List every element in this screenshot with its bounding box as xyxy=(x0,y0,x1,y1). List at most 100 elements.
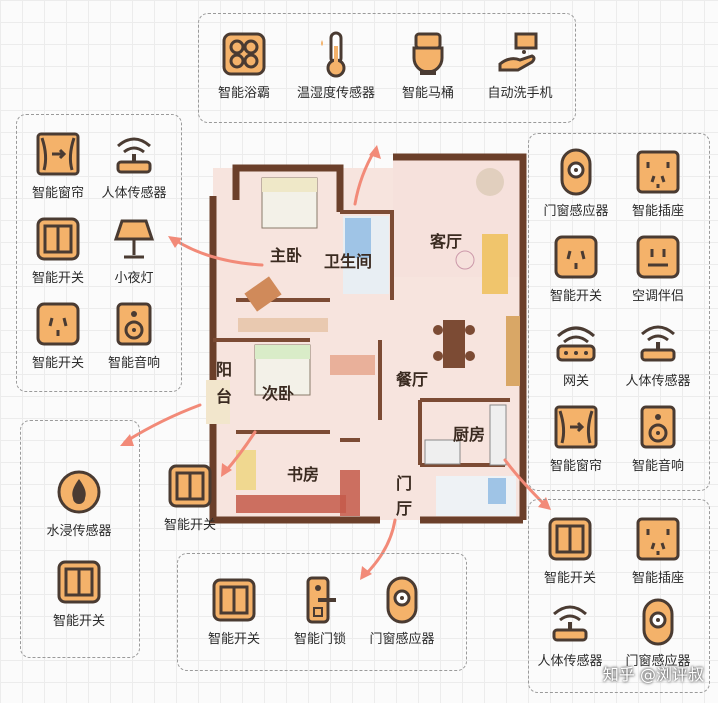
switch-icon xyxy=(36,217,80,261)
motion-sensor-icon xyxy=(116,137,152,174)
switch-icon xyxy=(212,578,256,622)
device-smart-plug: 智能插座 xyxy=(610,148,706,219)
device-smart-switch: 智能开关 xyxy=(528,233,624,304)
door-lock-icon xyxy=(306,576,336,624)
gateway-icon xyxy=(556,326,596,362)
device-label: 智能插座 xyxy=(631,204,684,219)
toilet-icon xyxy=(412,32,444,75)
device-label: 自动洗手机 xyxy=(487,86,553,101)
device-label: 空调伴侣 xyxy=(631,289,684,304)
curtain-icon xyxy=(554,405,598,449)
device-label: 门窗感应器 xyxy=(625,654,691,669)
lamp-icon xyxy=(113,219,155,259)
device-label: 智能开关 xyxy=(163,518,216,533)
power-strip-icon xyxy=(636,517,680,561)
device-label: 智能开关 xyxy=(52,614,105,629)
device-label: 智能开关 xyxy=(31,271,84,286)
device-motion-sensor: 人体传感器 xyxy=(86,130,182,201)
device-smart-lock: 智能门锁 xyxy=(272,576,368,647)
device-smart-speaker: 智能音响 xyxy=(610,403,706,474)
switch-icon xyxy=(548,517,592,561)
device-smart-switch: 智能开关 xyxy=(10,300,106,371)
room-label-entry-1: 门 xyxy=(396,474,413,493)
device-smart-bath-heater: 智能浴霸 xyxy=(196,30,292,101)
device-door-window-sensor: 门窗感应器 xyxy=(354,576,450,647)
device-label: 智能开关 xyxy=(543,571,596,586)
power-strip-icon xyxy=(636,150,680,194)
motion-sensor-icon xyxy=(640,325,676,362)
room-label-dining: 餐厅 xyxy=(396,370,429,389)
device-label: 人体传感器 xyxy=(537,654,603,669)
entrance-devices-panel xyxy=(177,553,467,671)
device-smart-switch: 智能开关 xyxy=(31,558,127,629)
door-sensor-icon xyxy=(560,148,592,196)
device-motion-sensor: 人体传感器 xyxy=(610,318,706,389)
hand-soap-icon xyxy=(498,32,538,72)
device-label: 智能开关 xyxy=(207,632,260,647)
room-label-balcony-2: 台 xyxy=(216,387,233,406)
living-room-devices-panel xyxy=(528,133,710,491)
device-door-window-sensor: 门窗感应器 xyxy=(528,148,624,219)
room-label-bath: 卫生间 xyxy=(324,252,373,271)
thermometer-icon xyxy=(321,31,346,78)
device-door-window-sensor: 门窗感应器 xyxy=(610,598,706,669)
device-motion-sensor: 人体传感器 xyxy=(522,598,618,669)
device-gateway: 网关 xyxy=(528,318,624,389)
device-smart-switch: 智能开关 xyxy=(10,215,106,286)
device-ac-companion: 空调伴侣 xyxy=(610,233,706,304)
device-night-light: 小夜灯 xyxy=(86,215,182,286)
device-label: 智能马桶 xyxy=(401,86,454,101)
bath-heater-icon xyxy=(222,32,266,76)
device-smart-curtain: 智能窗帘 xyxy=(10,130,106,201)
room-label-balcony-1: 阳 xyxy=(216,360,233,379)
master-bedroom-devices-panel xyxy=(16,114,182,392)
device-water-leak-sensor: 水浸传感器 xyxy=(31,468,127,539)
device-label: 智能窗帘 xyxy=(549,459,602,474)
device-label: 智能浴霸 xyxy=(217,86,270,101)
bathroom-devices-panel xyxy=(198,13,576,123)
water-drop-icon xyxy=(57,470,101,514)
device-label: 智能窗帘 xyxy=(31,186,84,201)
device-label: 智能门锁 xyxy=(293,632,346,647)
device-auto-hand-washer: 自动洗手机 xyxy=(472,30,568,101)
room-label-study: 书房 xyxy=(287,465,320,484)
socket-icon xyxy=(554,235,598,279)
balcony-devices-panel xyxy=(20,420,140,658)
device-label: 智能插座 xyxy=(631,571,684,586)
device-smart-toilet: 智能马桶 xyxy=(380,30,476,101)
speaker-icon xyxy=(116,302,152,346)
device-label: 门窗感应器 xyxy=(543,204,609,219)
device-smart-switch: 智能开关 xyxy=(142,462,238,533)
device-smart-switch: 智能开关 xyxy=(186,576,282,647)
device-label: 智能开关 xyxy=(31,356,84,371)
room-label-entry-2: 厅 xyxy=(396,499,413,518)
device-label: 智能音响 xyxy=(107,356,160,371)
switch-icon xyxy=(168,464,212,508)
device-label: 智能开关 xyxy=(549,289,602,304)
curtain-icon xyxy=(36,132,80,176)
device-smart-switch: 智能开关 xyxy=(522,515,618,586)
device-label: 水浸传感器 xyxy=(46,524,112,539)
ac-plug-icon xyxy=(636,235,680,279)
door-sensor-icon xyxy=(386,576,418,624)
device-smart-speaker: 智能音响 xyxy=(86,300,182,371)
device-temp-humidity-sensor: 温湿度传感器 xyxy=(288,30,384,101)
motion-sensor-icon xyxy=(552,605,588,642)
device-label: 门窗感应器 xyxy=(369,632,435,647)
door-sensor-icon xyxy=(642,598,674,646)
kitchen-devices-panel xyxy=(528,499,710,693)
device-label: 智能音响 xyxy=(631,459,684,474)
device-smart-curtain: 智能窗帘 xyxy=(528,403,624,474)
device-label: 网关 xyxy=(562,374,589,389)
room-label-master: 主卧 xyxy=(270,246,303,265)
socket-icon xyxy=(36,302,80,346)
device-label: 人体传感器 xyxy=(101,186,167,201)
device-label: 人体传感器 xyxy=(625,374,691,389)
device-label: 温湿度传感器 xyxy=(296,86,375,101)
device-smart-plug: 智能插座 xyxy=(610,515,706,586)
switch-icon xyxy=(57,560,101,604)
watermark: 知乎 @浏评叔 xyxy=(602,665,704,684)
room-label-second: 次卧 xyxy=(262,384,295,403)
room-label-living: 客厅 xyxy=(430,232,463,251)
